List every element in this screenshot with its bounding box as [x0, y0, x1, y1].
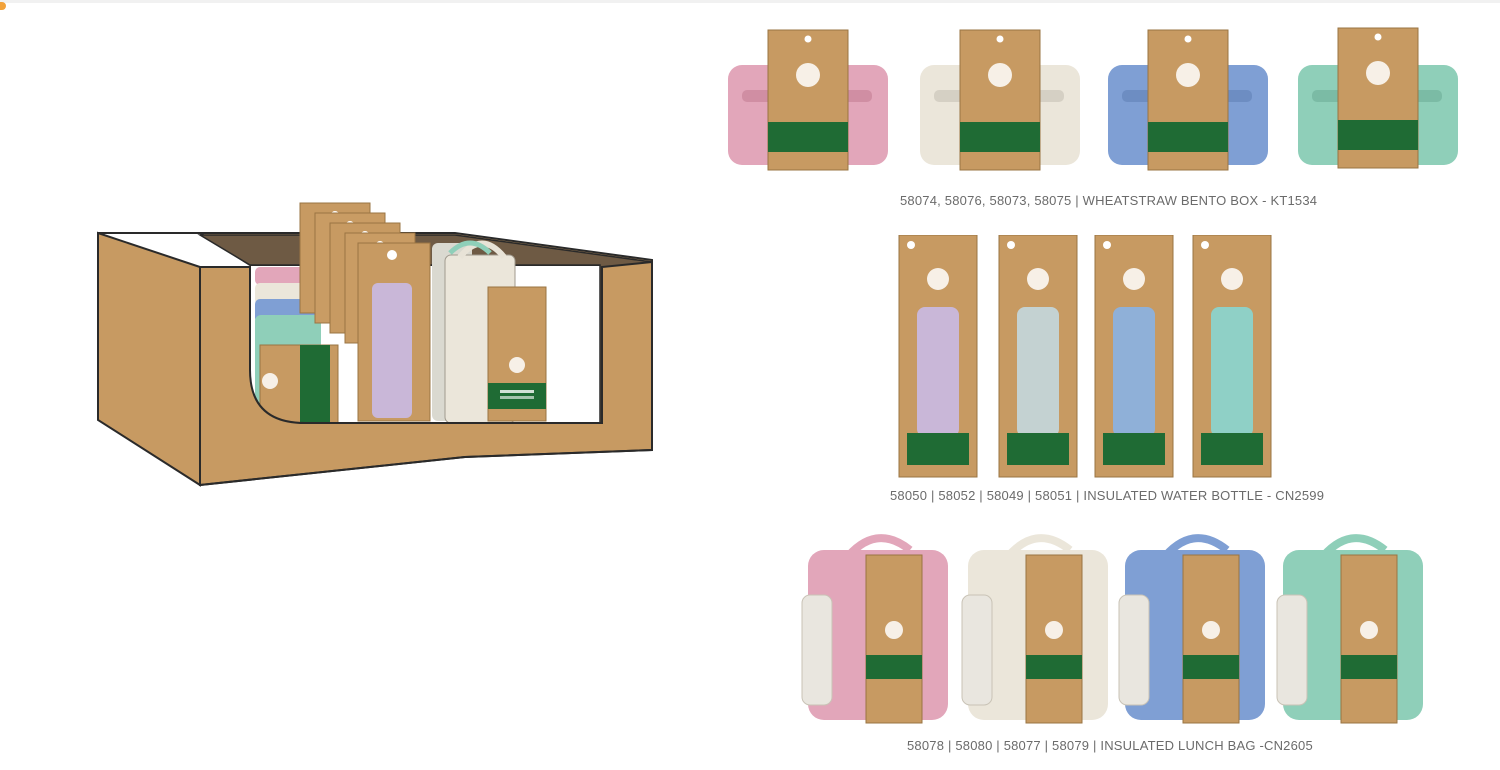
bottle-blue: [1094, 234, 1174, 478]
lunchbag-mint: [1276, 534, 1423, 724]
lunchbag-cream: [961, 534, 1108, 724]
bottle-caption: 58050 | 58052 | 58049 | 58051 | INSULATE…: [890, 488, 1325, 503]
corner-marker: [0, 2, 6, 10]
bento-pink: [728, 29, 888, 171]
bottle-lavender: [898, 234, 978, 478]
bento-caption: 58074, 58076, 58073, 58075 | WHEATSTRAW …: [900, 193, 1318, 208]
bottle-greyblue: [998, 234, 1078, 478]
lunchbag-pink: [801, 534, 948, 724]
bento-cream: [920, 29, 1080, 171]
display-bottle-window: [372, 283, 412, 418]
lunchbag-products: [801, 534, 1423, 724]
display-products: [255, 202, 547, 424]
bento-row: [720, 25, 1480, 175]
counter-display-box: [97, 202, 653, 487]
bottle-row: [895, 234, 1285, 480]
bento-products: [728, 27, 1458, 171]
top-divider: [0, 0, 1500, 3]
bottle-mint: [1192, 234, 1272, 478]
bento-blue: [1108, 29, 1268, 171]
bento-mint: [1298, 27, 1458, 169]
display-bottle-sleeves: [299, 202, 431, 422]
bottle-products: [898, 234, 1272, 478]
lunchbag-blue: [1118, 534, 1265, 724]
lunchbag-row: [800, 520, 1430, 725]
lunchbag-caption: 58078 | 58080 | 58077 | 58079 | INSULATE…: [907, 738, 1313, 753]
